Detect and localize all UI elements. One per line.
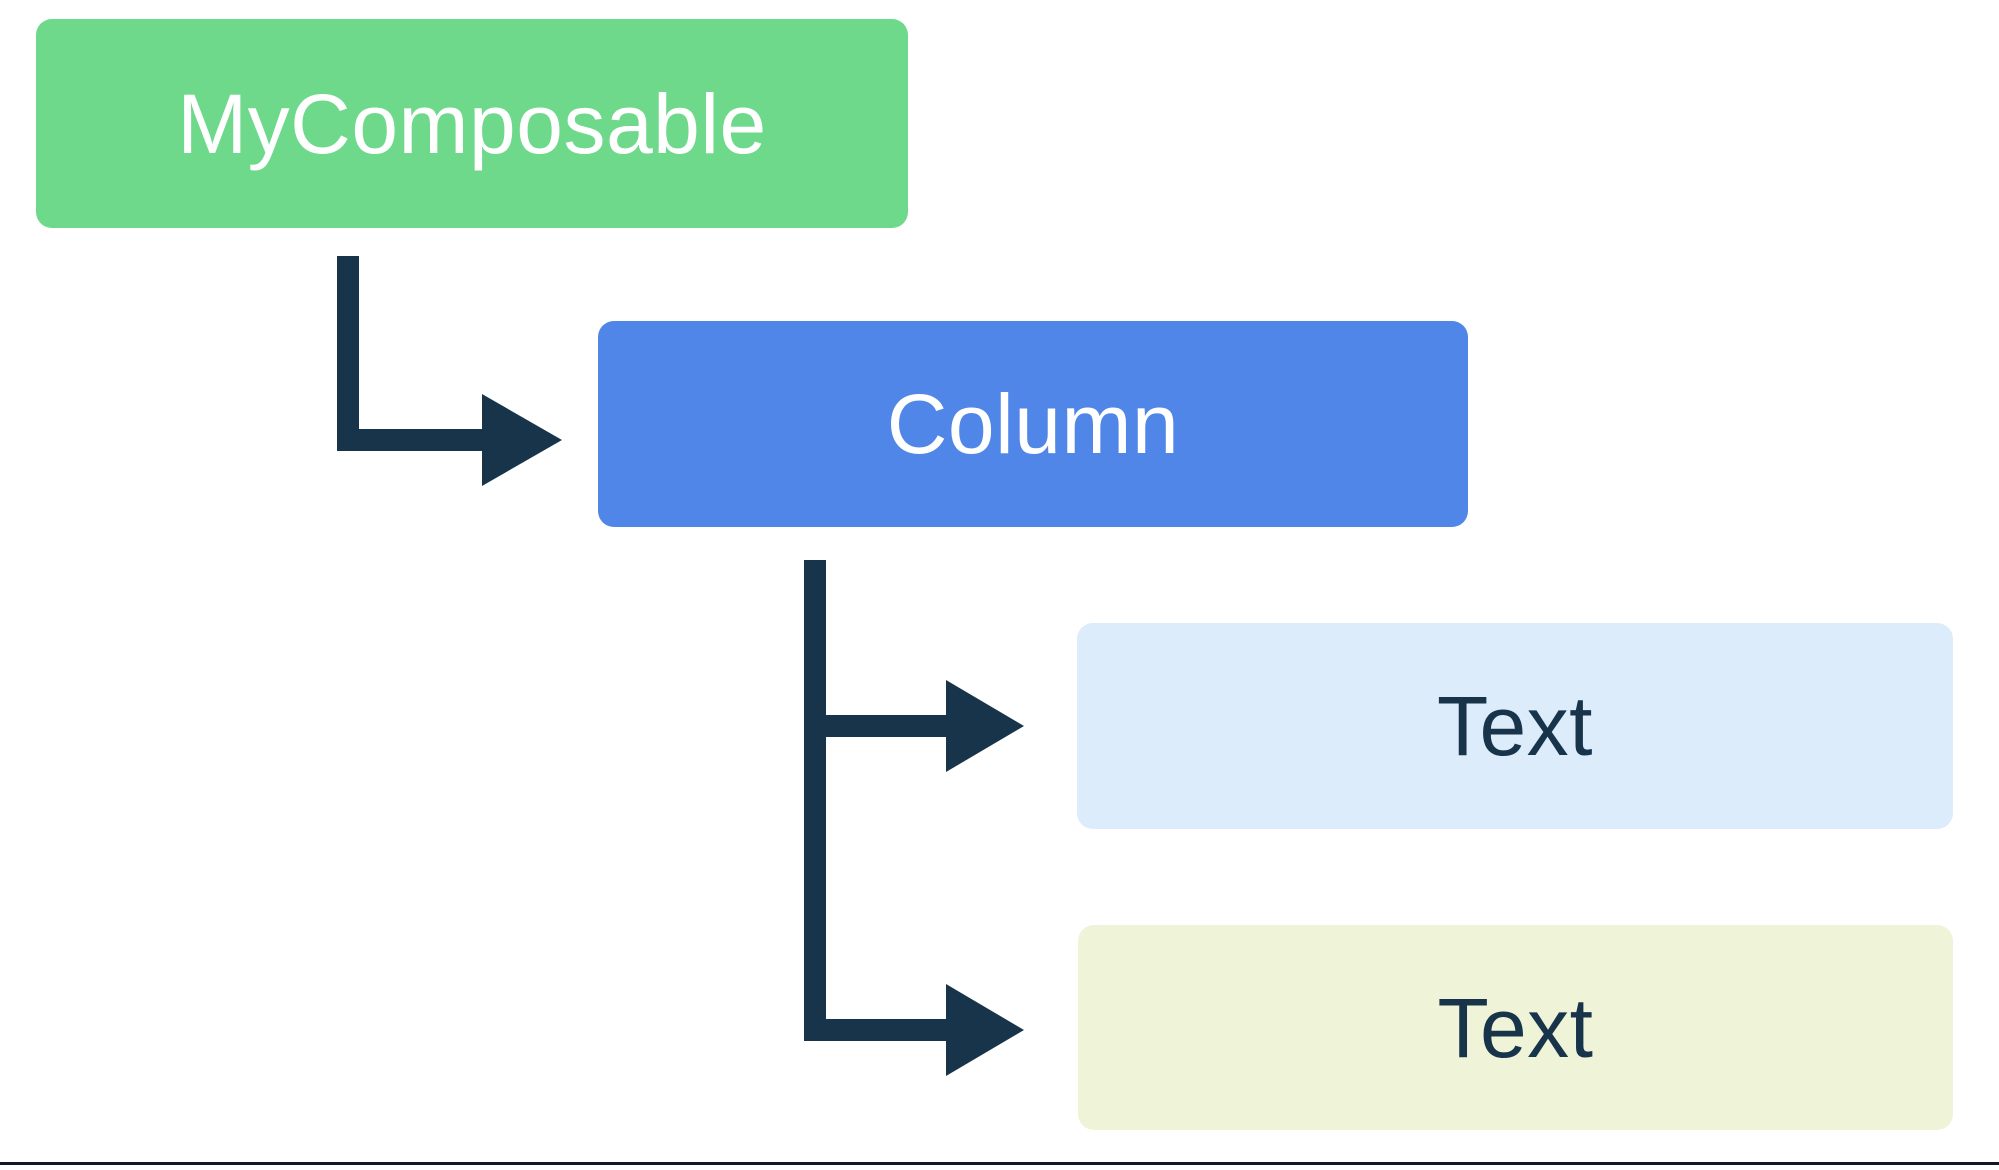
- edge-column-to-text-1-arrowhead: [946, 680, 1024, 772]
- node-column-label: Column: [886, 377, 1180, 471]
- node-column[interactable]: Column: [598, 321, 1468, 527]
- node-text-primary[interactable]: Text: [1077, 623, 1953, 829]
- edge-column-to-text-2-elbow: [804, 726, 956, 1041]
- edge-root-to-column-line: [348, 256, 558, 480]
- edge-root-to-column-arrowhead: [482, 394, 562, 486]
- node-text-secondary-label: Text: [1437, 980, 1594, 1075]
- node-text-primary-label: Text: [1436, 679, 1594, 773]
- footer-divider: [0, 1162, 1999, 1165]
- edge-column-to-text-1-elbow: [804, 560, 956, 737]
- node-my-composable-label: MyComposable: [177, 76, 767, 171]
- node-my-composable[interactable]: MyComposable: [36, 19, 908, 228]
- edge-root-to-column: [337, 256, 562, 486]
- edge-column-to-text-2-arrowhead: [946, 984, 1024, 1076]
- edge-root-to-column-elbow: [337, 256, 492, 451]
- node-text-secondary[interactable]: Text: [1078, 925, 1953, 1130]
- edge-column-to-text-2: [804, 726, 1024, 1076]
- edge-column-to-text-1: [804, 560, 1024, 772]
